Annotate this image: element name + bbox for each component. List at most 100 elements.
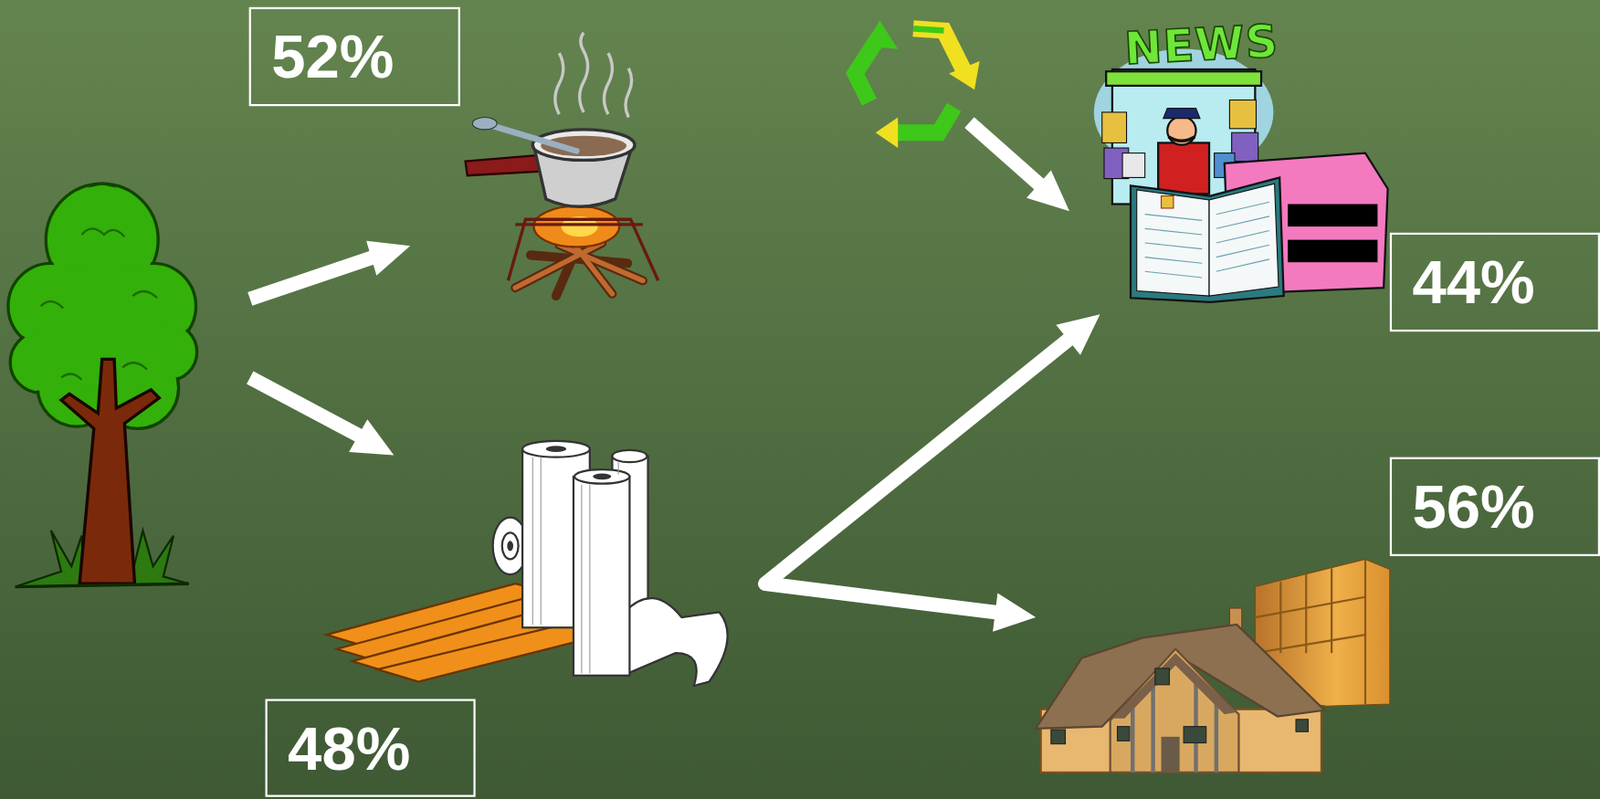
newsstand-illustration: [1168, 136, 1195, 141]
cooking-fire-illustration: [515, 241, 643, 295]
tree-illustration: [81, 228, 125, 237]
newsstand-illustration: [1102, 112, 1127, 144]
newsstand-illustration: [1145, 271, 1203, 278]
house-furniture-illustration: [1279, 581, 1282, 653]
newsstand-illustration: [1145, 242, 1203, 250]
lumber-paper-illustration: [580, 484, 582, 674]
cooking-fire-illustration: [465, 155, 542, 176]
newsstand-illustration: [1157, 142, 1210, 194]
flow-arrow: [968, 122, 1041, 186]
flow-arrow: [348, 419, 394, 455]
tree-illustration: [8, 183, 198, 587]
percentage-box: 56%: [1389, 457, 1600, 557]
newsstand-illustration: [1094, 49, 1389, 303]
recycle-symbol: [875, 117, 899, 149]
house-furniture-illustration: [1110, 649, 1240, 773]
lumber-paper-illustration: [532, 457, 534, 625]
cooking-fire-illustration: [515, 222, 643, 226]
cooking-fire-illustration: [487, 124, 577, 151]
tree-illustration: [132, 291, 158, 298]
tree-illustration: [15, 583, 190, 587]
illustration-node: 52%: [249, 5, 664, 302]
sign-text: NEWS: [1123, 14, 1281, 75]
newsstand-illustration: [1287, 240, 1378, 264]
flow-arrow: [765, 314, 1100, 584]
house-furniture-illustration: [1183, 726, 1207, 744]
percentage-box: 48%: [265, 698, 476, 797]
house-furniture-illustration: [1254, 597, 1366, 618]
lumber-paper-illustration: [546, 445, 567, 453]
lumber-paper-illustration: [574, 469, 630, 485]
newsstand-illustration: [1167, 115, 1196, 145]
lumber-paper-illustration: [589, 484, 590, 674]
recycle-symbol: [913, 28, 945, 31]
newsstand-illustration: [1145, 214, 1203, 222]
lumber-paper-illustration: [326, 441, 728, 686]
lumber-paper-illustration: [611, 450, 647, 463]
cooking-fire-illustration: [472, 117, 497, 130]
cooking-fire-illustration: [579, 32, 589, 113]
house-furniture-illustration: [1295, 719, 1308, 732]
house-furniture-illustration: [1305, 574, 1307, 653]
cooking-fire-illustration: [465, 32, 659, 296]
newsstand-illustration: [1145, 257, 1203, 264]
newsstand-illustration: [1229, 100, 1256, 129]
house-furniture-illustration: [1035, 558, 1390, 773]
newsstand-illustration: [1231, 132, 1259, 161]
newsstand-illustration: [1216, 259, 1270, 272]
lumber-paper-illustration: [502, 532, 519, 559]
illustration-node: 48%: [265, 439, 767, 799]
recycle-symbol: [865, 20, 899, 49]
newsstand-illustration: [1145, 201, 1270, 278]
cooking-fire-illustration: [603, 52, 612, 115]
cooking-fire-illustration: [558, 244, 643, 281]
cooking-fire-illustration: [625, 68, 632, 118]
lumber-paper-illustration: [540, 457, 542, 625]
house-furniture-illustration: [1116, 726, 1129, 742]
percentage-box: 44%: [1389, 232, 1600, 332]
house-furniture-illustration: [1150, 684, 1155, 773]
lumber-paper-illustration: [592, 473, 611, 481]
house-furniture-illustration: [1214, 698, 1219, 772]
lumber-paper-illustration: [522, 441, 590, 458]
newsstand-illustration: [1287, 203, 1378, 227]
recycle-symbol: [893, 106, 955, 133]
illustration-node: 56%: [1035, 457, 1600, 777]
arrow-shaft: [765, 583, 996, 612]
lumber-paper-illustration: [618, 462, 620, 474]
house-furniture-illustration: [1155, 668, 1170, 685]
lumber-paper-illustration: [573, 476, 630, 676]
house-furniture-illustration: [1130, 704, 1135, 773]
newsstand-illustration: [1145, 228, 1203, 235]
flow-arrow: [250, 257, 374, 300]
house-furniture-illustration: [1051, 668, 1309, 745]
tree-illustration: [122, 362, 148, 369]
house-furniture-illustration: [1161, 736, 1180, 773]
cooking-fire-illustration: [533, 206, 620, 248]
flow-arrow: [765, 583, 1036, 632]
tree-illustration: [61, 374, 82, 380]
house-furniture-illustration: [1254, 634, 1366, 653]
cooking-fire-illustration: [507, 219, 658, 281]
flow-arrow: [1026, 170, 1070, 212]
newsstand-illustration: [1216, 231, 1270, 243]
arrow-head: [1055, 314, 1100, 356]
newsstand-illustration: [1216, 201, 1270, 214]
flow-arrow: [250, 122, 1070, 455]
house-furniture-illustration: [1051, 729, 1066, 745]
newsstand-illustration: [1161, 196, 1174, 209]
cooking-fire-illustration: [555, 32, 632, 118]
recycle-symbol: [948, 61, 980, 90]
lumber-paper-illustration: [506, 540, 514, 551]
recycle-symbol: [854, 20, 979, 148]
tree-illustration: [41, 228, 158, 379]
newsstand-illustration: [1163, 107, 1200, 118]
lumber-paper-illustration: [624, 598, 728, 686]
arrow-shaft: [765, 339, 1069, 584]
newsstand-illustration: [1130, 177, 1285, 302]
